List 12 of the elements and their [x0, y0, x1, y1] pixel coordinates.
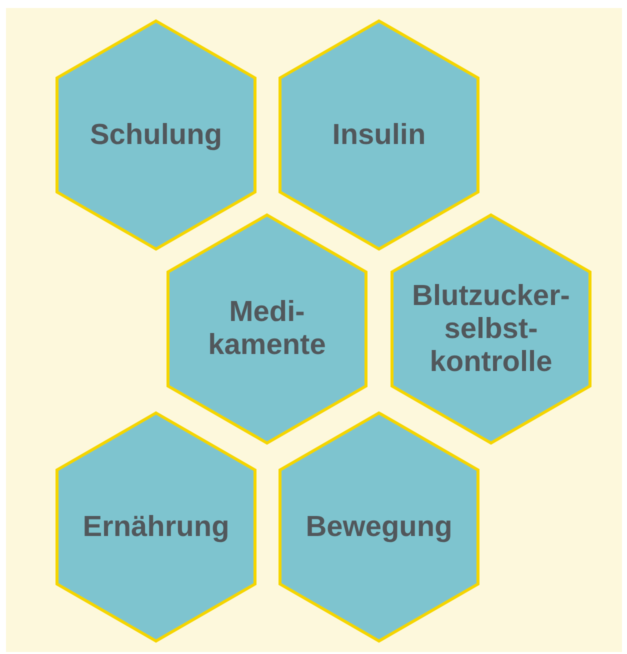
- hexagon-label: Blutzucker- selbst- kontrolle: [412, 280, 570, 378]
- hexagon-label: Insulin: [332, 118, 426, 152]
- hexagon: [390, 213, 592, 445]
- hexagon: [278, 411, 480, 643]
- hexagon: [278, 19, 480, 251]
- hexagon-label: Ernährung: [82, 510, 230, 544]
- hexagon-label: Bewegung: [306, 510, 452, 544]
- hexagon: [166, 213, 368, 445]
- hexagon-label: Medi- kamente: [208, 296, 326, 362]
- hexagon: [55, 411, 257, 643]
- hexagon-label: Schulung: [90, 118, 222, 152]
- hexagon: [55, 19, 257, 251]
